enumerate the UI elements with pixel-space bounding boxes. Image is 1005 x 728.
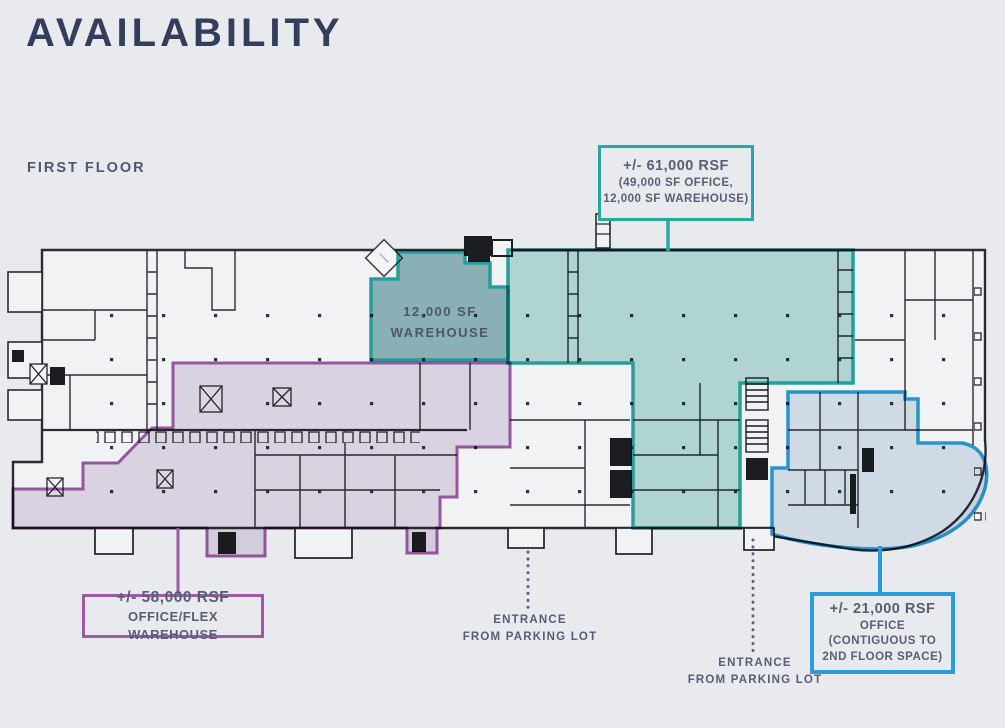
callout-21000-line3: (CONTIGUOUS TO [828, 635, 937, 648]
entrance-1-line2: FROM PARKING LOT [462, 631, 598, 644]
callout-61000-line1: +/- 61,000 RSF [623, 158, 729, 175]
region-office-flex-58000 [11, 361, 512, 558]
callout-61000-rsf: +/- 61,000 RSF (49,000 SF OFFICE, 12,000… [598, 145, 754, 221]
callout-61000-line3: 12,000 SF WAREHOUSE) [603, 193, 749, 205]
bottom-vestibules [94, 527, 775, 559]
core-block [12, 350, 24, 362]
callout-58000-line1: +/- 58,000 RSF [116, 588, 230, 606]
region-warehouse-12000 [369, 250, 510, 362]
callout-21000-line1: +/- 21,000 RSF [829, 600, 936, 617]
entrance-dotted-lines [526, 538, 755, 654]
callout-21000-rsf: +/- 21,000 RSF OFFICE (CONTIGUOUS TO 2ND… [810, 592, 955, 674]
callout-21000-line4: 2ND FLOOR SPACE) [822, 650, 943, 663]
entrance-2-line2: FROM PARKING LOT [687, 674, 823, 687]
callout-61000-line2: (49,000 SF OFFICE, [618, 177, 734, 190]
entrance-label-2: ENTRANCE FROM PARKING LOT [650, 655, 860, 690]
left-stair-pods [7, 271, 43, 421]
callout-58000-line2: OFFICE/FLEX WAREHOUSE [128, 608, 218, 642]
entrance-label-1: ENTRANCE FROM PARKING LOT [425, 612, 635, 647]
entrance-1-line1: ENTRANCE [493, 614, 567, 626]
callout-58000-rsf: +/- 58,000 RSF OFFICE/FLEX WAREHOUSE [82, 589, 264, 642]
region-office-21000 [770, 390, 989, 551]
callout-21000-line2: OFFICE [859, 619, 906, 632]
region-office-61000 [506, 248, 855, 530]
warehouse-label-line2: WAREHOUSE [390, 324, 490, 340]
warehouse-area-label: 12,000 SF WAREHOUSE [355, 302, 525, 344]
warehouse-label-line1: 12,000 SF [403, 304, 477, 319]
entrance-2-line1: ENTRANCE [718, 657, 792, 669]
floor-label: FIRST FLOOR [27, 160, 146, 176]
diamond-marker [364, 238, 404, 278]
page-title: AVAILABILITY [26, 11, 344, 55]
